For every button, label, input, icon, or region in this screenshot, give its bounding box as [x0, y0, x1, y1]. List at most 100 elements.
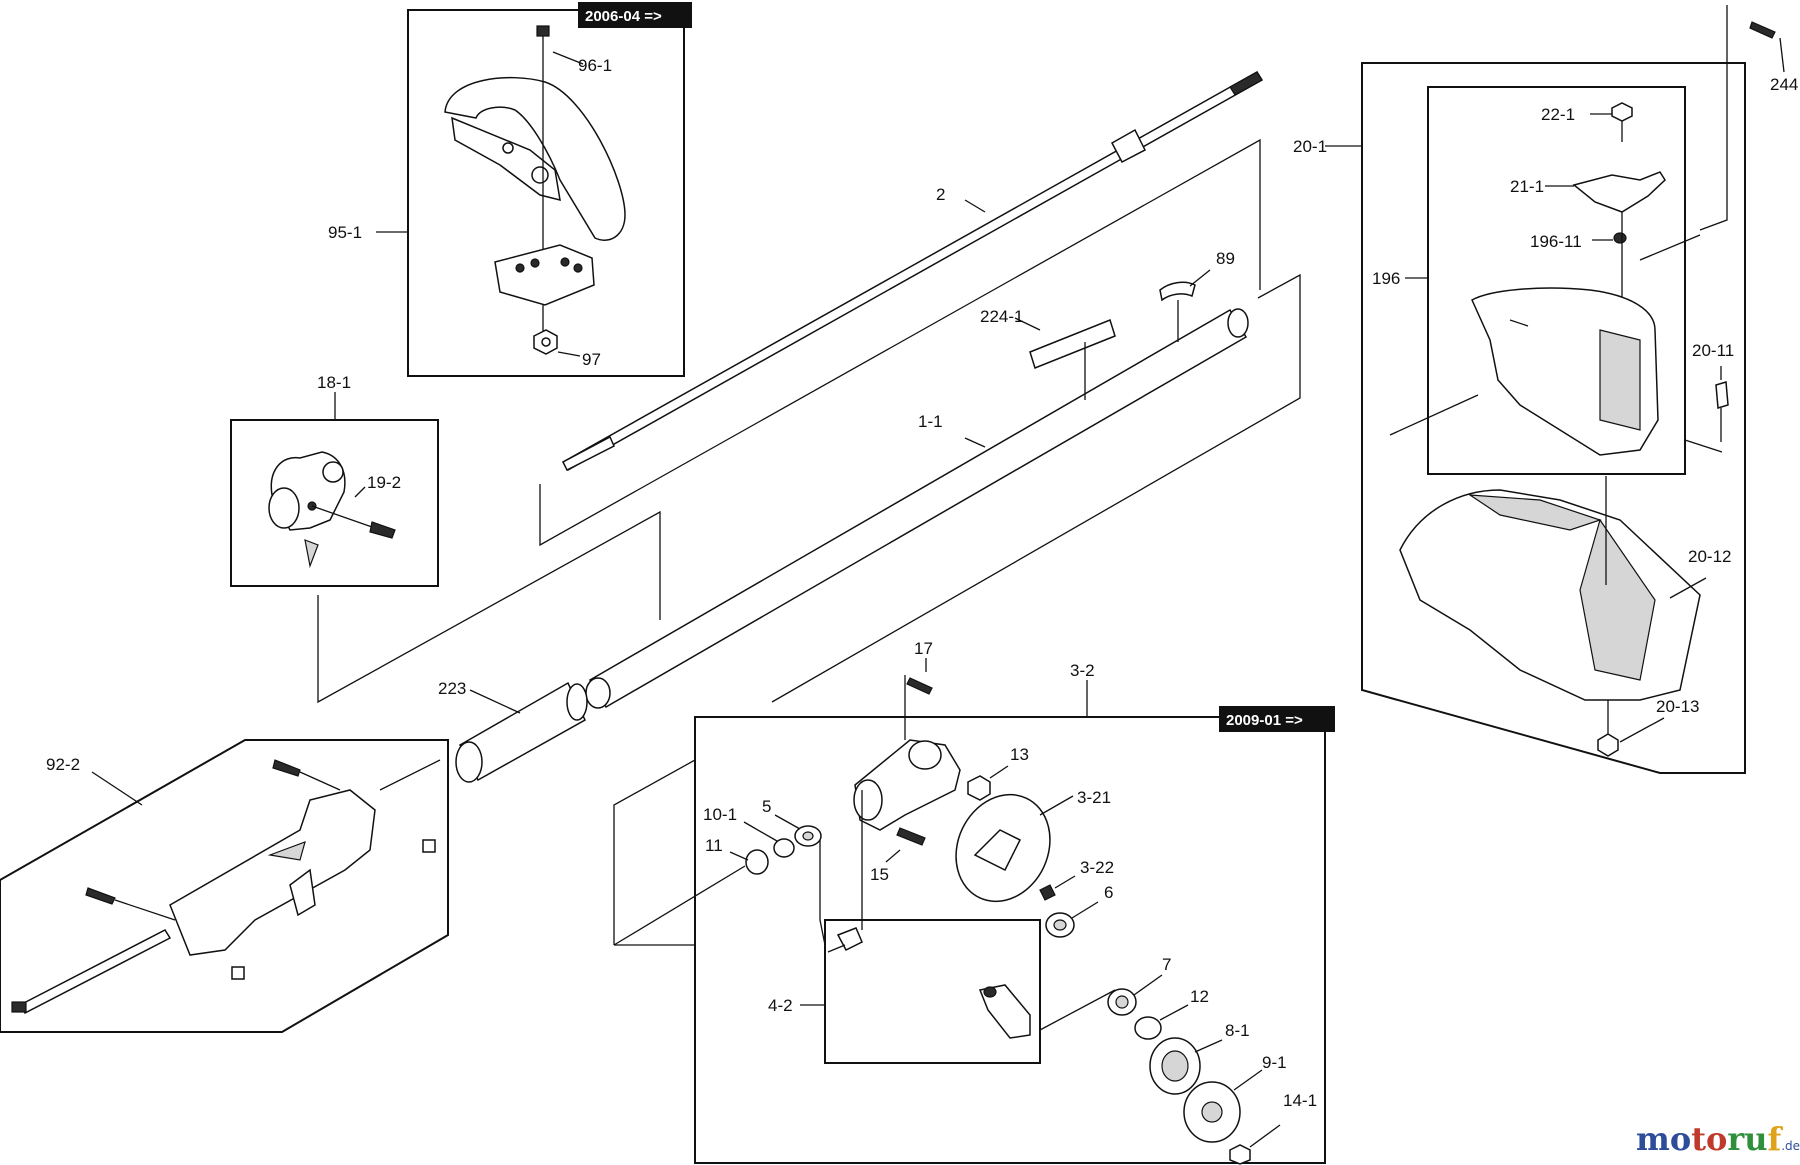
screw-19-2: [369, 521, 396, 539]
plate-21-1: [1572, 171, 1666, 213]
label-95-1: 95-1: [328, 223, 362, 242]
label-224-1: 224-1: [980, 307, 1023, 326]
label-20-1: 20-1: [1293, 137, 1327, 156]
tube-top-bracket: [771, 273, 1301, 703]
shaft-axis: [1039, 989, 1116, 1031]
cable-leader: [379, 759, 441, 791]
label-10-1: 10-1: [703, 805, 737, 824]
circlip-axis: [613, 865, 746, 946]
tube-clamp-ear: [322, 461, 344, 483]
label-20-13: 20-13: [1656, 697, 1699, 716]
label-3-22: 3-22: [1080, 858, 1114, 877]
guard-axis-left: [1389, 394, 1479, 436]
throttle-cable: [18, 929, 172, 1014]
label-2: 2: [936, 185, 945, 204]
gear-head-bore: [853, 779, 883, 821]
subgroup-4-2-box: [824, 919, 1041, 1064]
leader-3-21: [1039, 795, 1074, 816]
screw-20-11-head: [1715, 381, 1729, 409]
label-3-2: 3-2: [1070, 661, 1095, 680]
label-97: 97: [582, 350, 601, 369]
leader-15: [885, 849, 901, 863]
leader-12: [1159, 1004, 1189, 1021]
watermark-text: motoruf.de: [1636, 1120, 1800, 1158]
guard-20-12-top: [1467, 494, 1602, 531]
label-8-1: 8-1: [1225, 1021, 1250, 1040]
nut-97-hole: [541, 337, 551, 347]
guard-20-12-fin: [1579, 518, 1656, 681]
clamp-hole: [530, 258, 540, 268]
cable-end: [11, 1001, 27, 1013]
screw-15: [896, 827, 926, 846]
label-1-1: 1-1: [918, 412, 943, 431]
leader-89: [1189, 269, 1211, 287]
leader-224-1: [1014, 317, 1041, 331]
main-tube-end: [585, 677, 611, 709]
label-196-11: 196-11: [1530, 232, 1582, 251]
seal-10-1: [773, 838, 795, 858]
label-89: 89: [1216, 249, 1235, 268]
label-15: 15: [870, 865, 889, 884]
gear-group-box: [694, 716, 1326, 1164]
screw-244-axis: [1699, 5, 1728, 231]
handle-hole: [502, 142, 514, 154]
label-223: 223: [438, 679, 466, 698]
label-92-2: 92-2: [46, 755, 80, 774]
leader-10-1: [743, 821, 778, 842]
pinion-axis: [827, 944, 846, 953]
label-7: 7: [1162, 955, 1171, 974]
watermark-suffix: .de: [1781, 1139, 1800, 1153]
shaft-bushing: [1110, 128, 1147, 164]
leader-2: [964, 199, 986, 213]
clamp-bolt-axis: [311, 505, 373, 528]
leader-9-1: [1233, 1069, 1263, 1091]
watermark-part: ru: [1727, 1120, 1767, 1158]
grip-group: 223: [438, 679, 588, 783]
subgroup-196-box: [1427, 86, 1686, 475]
handle-clamp-lower: [494, 244, 595, 306]
shaft-bracket-line: [539, 138, 1261, 547]
leader-97: [557, 351, 581, 357]
leader-244: [1779, 37, 1785, 73]
leader-11: [729, 851, 749, 861]
leader-19-2: [354, 486, 366, 498]
watermark-part: mo: [1636, 1120, 1691, 1158]
leader-8-1: [1194, 1039, 1223, 1053]
throttle-group-box: [0, 739, 449, 1033]
label-18-1: 18-1: [317, 373, 351, 392]
tube-clamp-bore: [268, 487, 300, 529]
label-11: 11: [705, 836, 723, 855]
label-12: 12: [1190, 987, 1209, 1006]
leader-13: [989, 765, 1009, 779]
shaft-spline-end: [562, 435, 615, 472]
guard-group-box: [1361, 62, 1746, 774]
decal-224-1: [1029, 319, 1116, 369]
leader-1-1: [964, 437, 986, 448]
circlip-11: [745, 849, 769, 875]
guard-arrow: [1509, 319, 1529, 327]
leader-5: [774, 814, 801, 830]
bearing-axis: [819, 840, 826, 946]
screw-22-1-head: [1611, 102, 1633, 122]
leader-223: [469, 689, 521, 714]
label-19-2: 19-2: [367, 473, 401, 492]
drive-shaft-group: 2: [539, 70, 1264, 547]
throttle-trigger: [267, 841, 306, 861]
circlip-12: [1134, 1016, 1162, 1040]
foam-grip-end: [566, 683, 588, 721]
handle-hole: [531, 166, 549, 184]
bearing-holder-8-1-inner: [1161, 1050, 1189, 1082]
tube-bracket-line: [317, 510, 661, 704]
revision-tag-2006-04-text: 2006-04 =>: [585, 8, 662, 25]
leader-3-22: [1054, 875, 1076, 889]
label-3-21: 3-21: [1077, 788, 1111, 807]
label-196: 196: [1372, 269, 1400, 288]
label-17: 17: [914, 639, 933, 658]
clamp-group: 18-1 19-2: [230, 373, 439, 587]
leader-14-1: [1249, 1124, 1281, 1148]
leader-6: [1071, 901, 1099, 919]
handle-group: 2006-04 => 96-1 95-1 97: [328, 2, 692, 377]
screw-96-1-head: [536, 25, 550, 37]
output-shaft-tip: [983, 986, 997, 998]
watermark: motoruf.de: [1636, 1120, 1800, 1158]
